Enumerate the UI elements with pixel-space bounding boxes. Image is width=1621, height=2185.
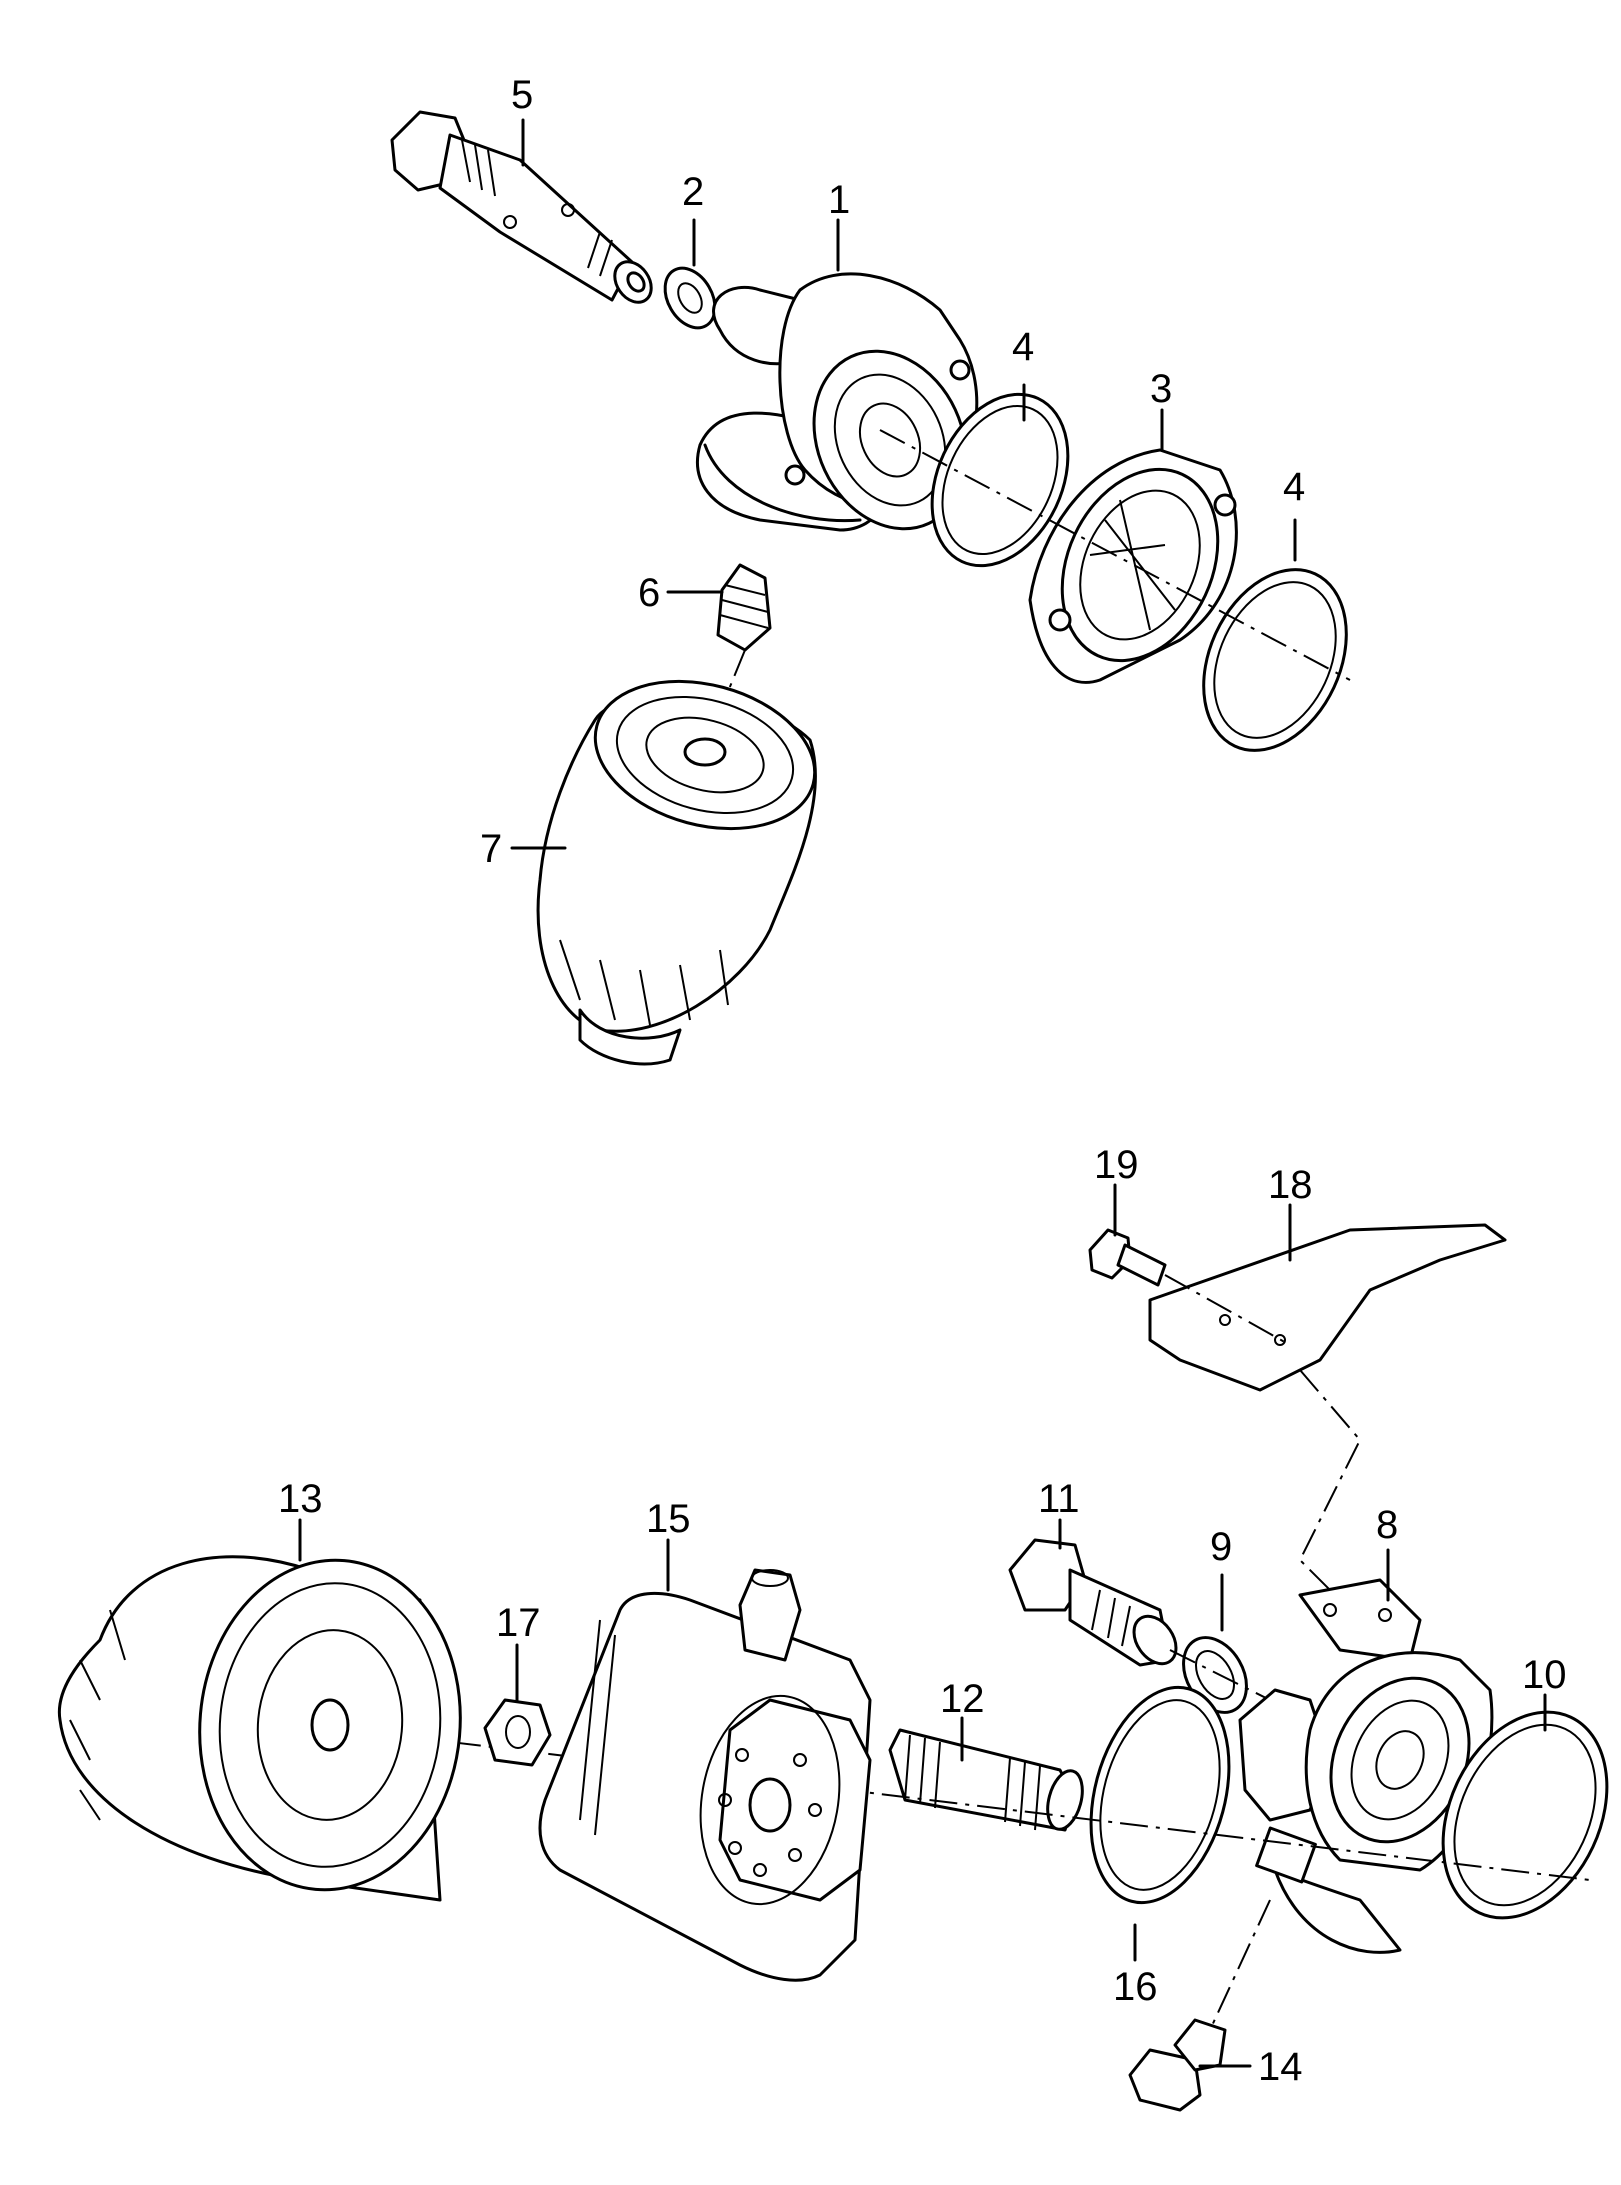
part-18-heat-shield [1148, 1223, 1507, 1392]
part-13-oil-filter [57, 1555, 462, 1902]
part-10-gasket [1441, 1710, 1609, 1920]
callout-1: 1 [828, 178, 850, 222]
callout-17: 17 [496, 1601, 541, 1645]
part-16-gasket [1089, 1685, 1231, 1905]
callout-6: 6 [638, 571, 660, 615]
part-1-oil-filter-bracket [696, 272, 979, 532]
callout-14: 14 [1258, 2045, 1303, 2089]
callout-19: 19 [1094, 1143, 1139, 1187]
part-19-bolt [1088, 1228, 1167, 1287]
callout-11: 11 [1038, 1477, 1080, 1521]
bolt-11-centerline [1169, 1649, 1271, 1701]
part-4-gasket-lower [1202, 568, 1348, 752]
part-12-threaded-connector [888, 1728, 1084, 1832]
part-2-sealing-washer [663, 266, 717, 330]
bolt-19-centerline [1164, 1274, 1291, 1346]
callout-5: 5 [511, 73, 533, 117]
upper-centerline [879, 429, 1351, 681]
callout-15: 15 [646, 1497, 691, 1541]
callout-3: 3 [1150, 367, 1172, 411]
callout-16: 16 [1113, 1965, 1158, 2009]
leader-lines [298, 118, 1547, 2068]
part-6-pressure-relief-valve [716, 563, 772, 652]
callout-10: 10 [1522, 1653, 1567, 1697]
callout-7: 7 [480, 827, 502, 871]
part-14-plug [1128, 2018, 1227, 2112]
part-7-oil-filter [536, 679, 817, 1066]
part-8-flange [1238, 1578, 1494, 1954]
part-17-hex-nut [483, 1698, 552, 1767]
callout-8: 8 [1376, 1503, 1398, 1547]
callout-4-lower: 4 [1283, 465, 1305, 509]
callout-18: 18 [1268, 1163, 1313, 1207]
part-3-cover [1028, 448, 1238, 684]
part-11-hollow-bolt [1008, 1538, 1178, 1667]
bracket-centerline [1298, 1369, 1362, 1601]
plug-centerline [1209, 1899, 1271, 2031]
part-15-oil-cooler [538, 1568, 872, 1982]
callout-4-upper: 4 [1012, 325, 1034, 369]
callout-12: 12 [940, 1677, 985, 1721]
callout-9: 9 [1210, 1525, 1232, 1569]
callout-13: 13 [278, 1477, 323, 1521]
part-4-gasket-upper [930, 392, 1070, 568]
part-5-hollow-bolt [390, 110, 653, 304]
callout-2: 2 [682, 170, 704, 214]
